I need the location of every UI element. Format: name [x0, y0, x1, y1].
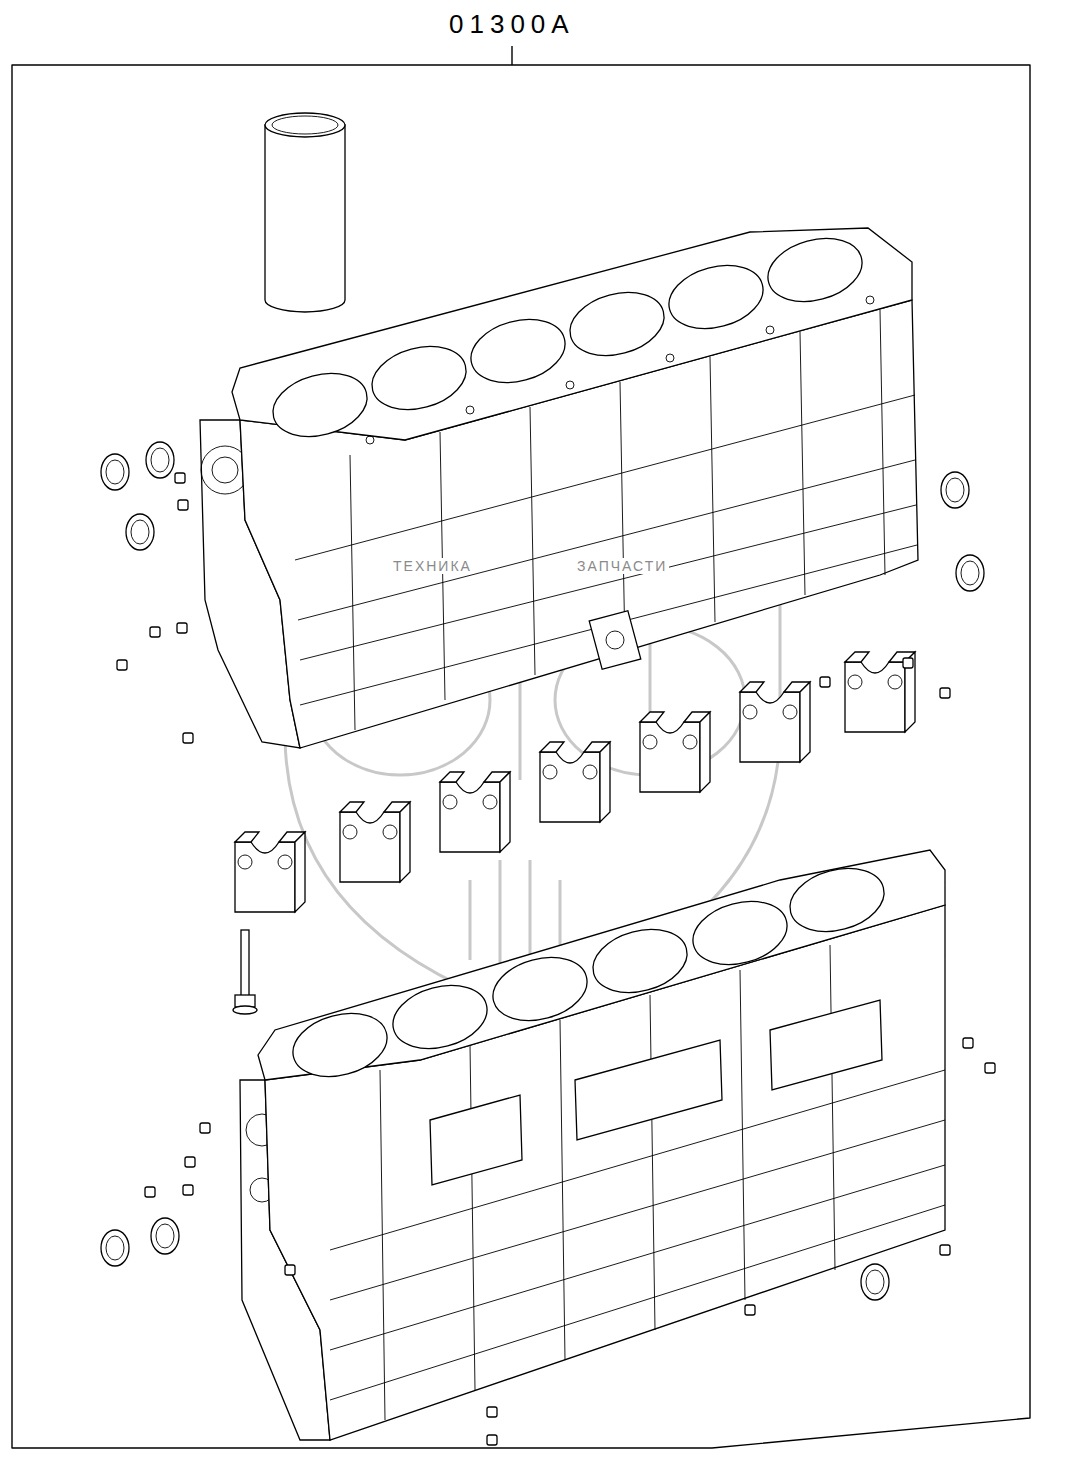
lower-cylinder-block	[240, 850, 945, 1440]
watermark-text: ТЕХНИКА	[391, 558, 474, 574]
watermark-text: ЗАПЧАСТИ	[575, 558, 669, 574]
plugs-and-bushings	[101, 442, 995, 1445]
cap-bolt	[233, 930, 257, 1014]
cylinder-liner	[265, 113, 345, 312]
assembly-frame	[12, 65, 1030, 1448]
leader-line	[511, 46, 512, 65]
callout-number: 01300A	[447, 10, 577, 40]
upper-cylinder-block	[200, 228, 918, 748]
